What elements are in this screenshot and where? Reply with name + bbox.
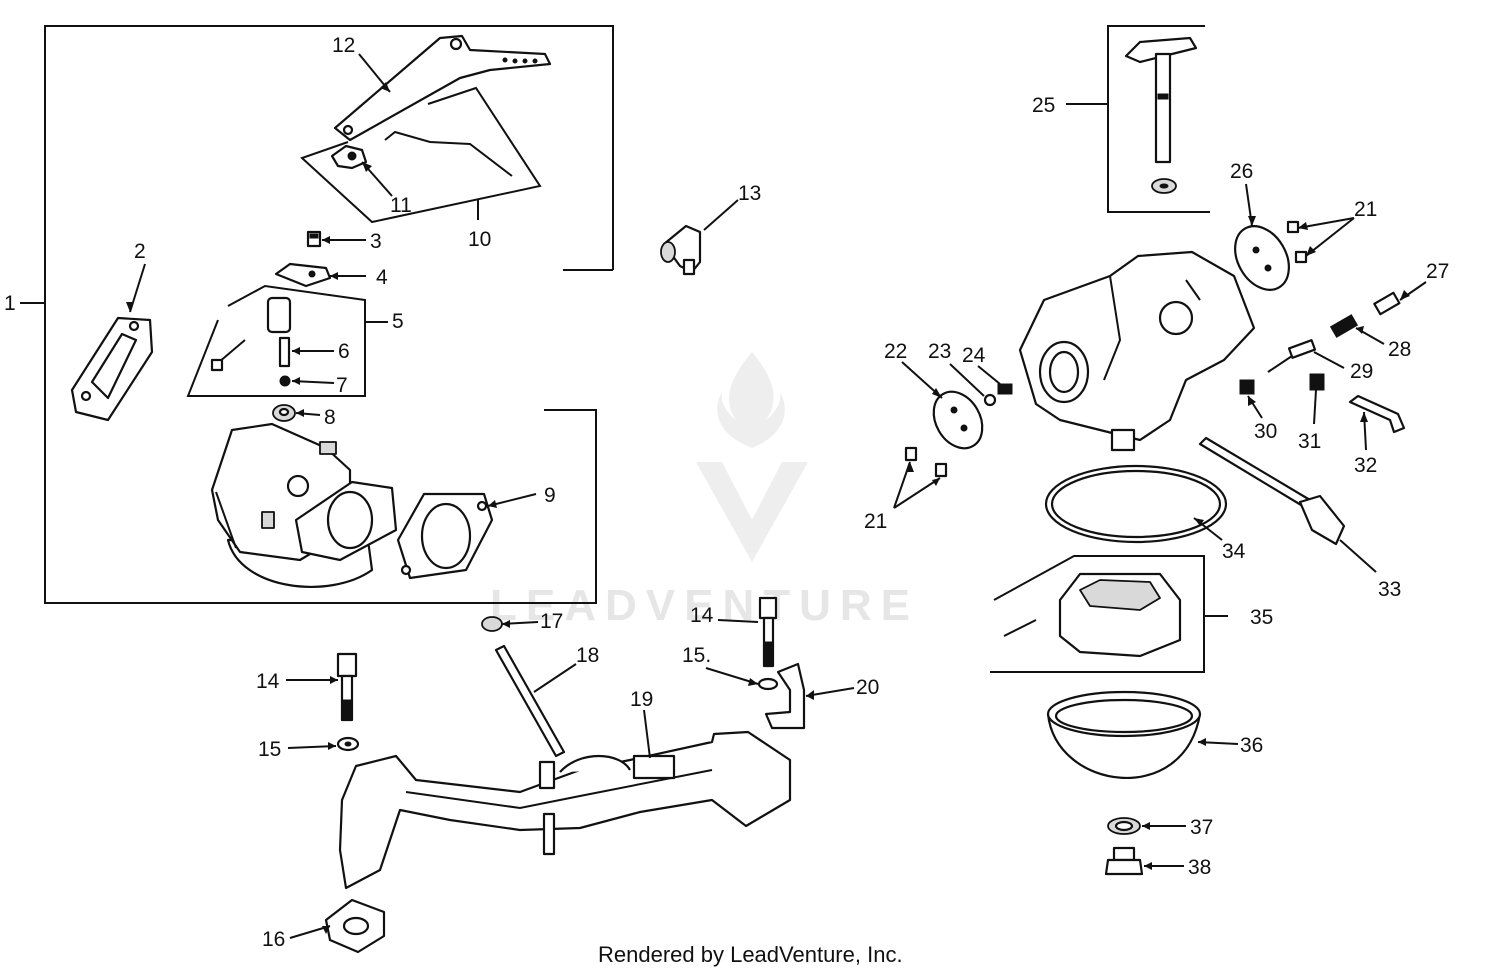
callout-10: 10 — [468, 228, 491, 251]
part-19-manifold — [338, 730, 792, 890]
callout-19: 19 — [630, 688, 653, 711]
part-23-ball — [983, 393, 997, 407]
subassembly-35-frame — [990, 555, 1228, 673]
subassembly-5-frame — [186, 284, 388, 397]
part-15-washer-right — [757, 677, 779, 691]
leader-arrowheads — [126, 82, 1410, 934]
part-9-gasket — [396, 492, 494, 580]
callout-25: 25 — [1032, 94, 1055, 117]
part-12-throttle-lever — [333, 34, 552, 142]
callout-16: 16 — [262, 928, 285, 951]
callout-11: 11 — [390, 194, 412, 217]
callout-26: 26 — [1230, 160, 1253, 183]
callout-15-right: 15. — [682, 644, 711, 667]
callout-29: 29 — [1350, 360, 1373, 383]
part-27-screw — [1373, 291, 1401, 316]
part-26-choke-plate — [1234, 225, 1290, 291]
callout-33: 33 — [1378, 578, 1401, 601]
callout-36: 36 — [1240, 734, 1263, 757]
credit-text: Rendered by LeadVenture, Inc. — [598, 942, 903, 967]
part-31-spring — [1309, 373, 1325, 391]
part-30-spring — [1239, 379, 1255, 395]
part-36-float-bowl — [1046, 690, 1202, 779]
watermark-text: LEADVENTURE — [490, 581, 919, 630]
part-37-washer — [1107, 817, 1141, 835]
part-10-link-rod — [384, 130, 513, 177]
callout-15-left: 15 — [258, 738, 281, 761]
callout-17: 17 — [540, 610, 563, 633]
part-33-throttle-shaft — [1198, 436, 1346, 546]
callout-20: 20 — [856, 676, 879, 699]
watermark-logo: LEADVENTURE — [490, 352, 919, 630]
callout-35: 35 — [1250, 606, 1273, 629]
part-14-bolt-left — [336, 652, 358, 722]
callout-23: 23 — [928, 340, 951, 363]
carburetor-body — [1018, 250, 1256, 452]
part-4-clip — [274, 262, 332, 288]
callout-5: 5 — [392, 310, 404, 333]
callout-labels: 1 2 3 4 5 6 7 8 9 10 11 12 13 14 14 15 1… — [4, 34, 1449, 951]
part-24-spring — [997, 383, 1013, 395]
part-35-float — [1003, 572, 1182, 658]
subassembly-25-frame — [1066, 25, 1210, 213]
callout-2: 2 — [134, 240, 146, 263]
part-17-nut — [481, 616, 503, 632]
part-13-fitting — [660, 224, 702, 276]
callout-1: 1 — [4, 292, 16, 315]
callout-7: 7 — [336, 374, 348, 397]
part-21-screws-lower — [904, 446, 948, 478]
part-38-drain-plug — [1104, 846, 1144, 876]
callout-38: 38 — [1188, 856, 1211, 879]
assembly-1-bracket — [20, 25, 614, 604]
part-20-bracket — [764, 662, 806, 730]
part-2-gasket — [70, 316, 154, 422]
callout-13: 13 — [738, 182, 761, 205]
part-18-tube — [494, 644, 566, 758]
part-29-screw — [1267, 339, 1317, 373]
part-6-pin — [278, 336, 291, 368]
callout-28: 28 — [1388, 338, 1411, 361]
callout-18: 18 — [576, 644, 599, 667]
part-11-swivel — [330, 144, 368, 170]
part-22-throttle-plate — [932, 390, 984, 450]
callout-14-right: 14 — [690, 604, 714, 627]
callout-4: 4 — [376, 266, 388, 289]
callout-21-lower: 21 — [864, 510, 887, 533]
callout-37: 37 — [1190, 816, 1213, 839]
callout-27: 27 — [1426, 260, 1449, 283]
part-3-screw — [306, 230, 322, 248]
part-14-bolt-right — [758, 596, 778, 668]
callout-9: 9 — [544, 484, 556, 507]
subassembly-10-frame — [300, 86, 542, 224]
part-16-gasket — [324, 898, 386, 954]
part-7-spring — [279, 375, 291, 387]
callout-8: 8 — [324, 406, 336, 429]
carburetor-assembly-1 — [210, 422, 398, 588]
callout-6: 6 — [338, 340, 350, 363]
part-32-screw — [1348, 394, 1406, 434]
part-15-washer-left — [336, 736, 360, 752]
callout-31: 31 — [1298, 430, 1321, 453]
part-34-gasket — [1044, 464, 1228, 544]
callout-14-left: 14 — [256, 670, 280, 693]
callout-21-upper: 21 — [1354, 198, 1377, 221]
part-8-nut — [272, 404, 296, 422]
callout-22: 22 — [884, 340, 907, 363]
callout-24: 24 — [962, 344, 986, 367]
callout-32: 32 — [1354, 454, 1377, 477]
callout-30: 30 — [1254, 420, 1277, 443]
callout-34: 34 — [1222, 540, 1246, 563]
part-5-needle-seat — [210, 296, 292, 372]
callout-3: 3 — [370, 230, 382, 253]
part-28-spring — [1329, 314, 1359, 338]
callout-12: 12 — [332, 34, 355, 57]
part-25-choke-shaft — [1124, 36, 1198, 194]
